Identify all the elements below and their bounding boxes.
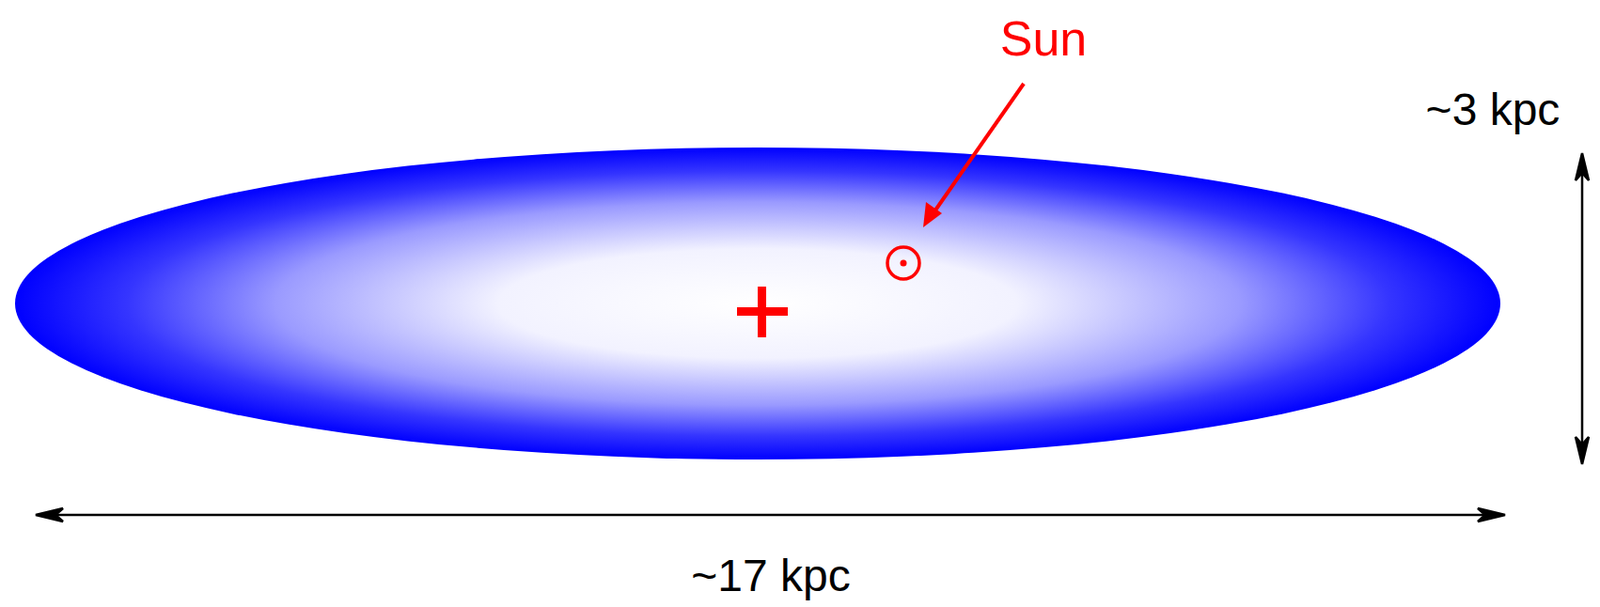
sun-leader-arrow [923, 83, 1024, 228]
dimension-label: ~17 kpc [690, 553, 850, 599]
sun-symbol [887, 247, 920, 280]
galactic-center [737, 286, 788, 338]
galactic-disk [15, 147, 1501, 460]
sun-label: Sun [1000, 14, 1088, 63]
diameter-dimension [35, 508, 1506, 522]
thickness-dimension [1575, 153, 1589, 465]
dimension-label: ~3 kpc [1426, 87, 1561, 133]
